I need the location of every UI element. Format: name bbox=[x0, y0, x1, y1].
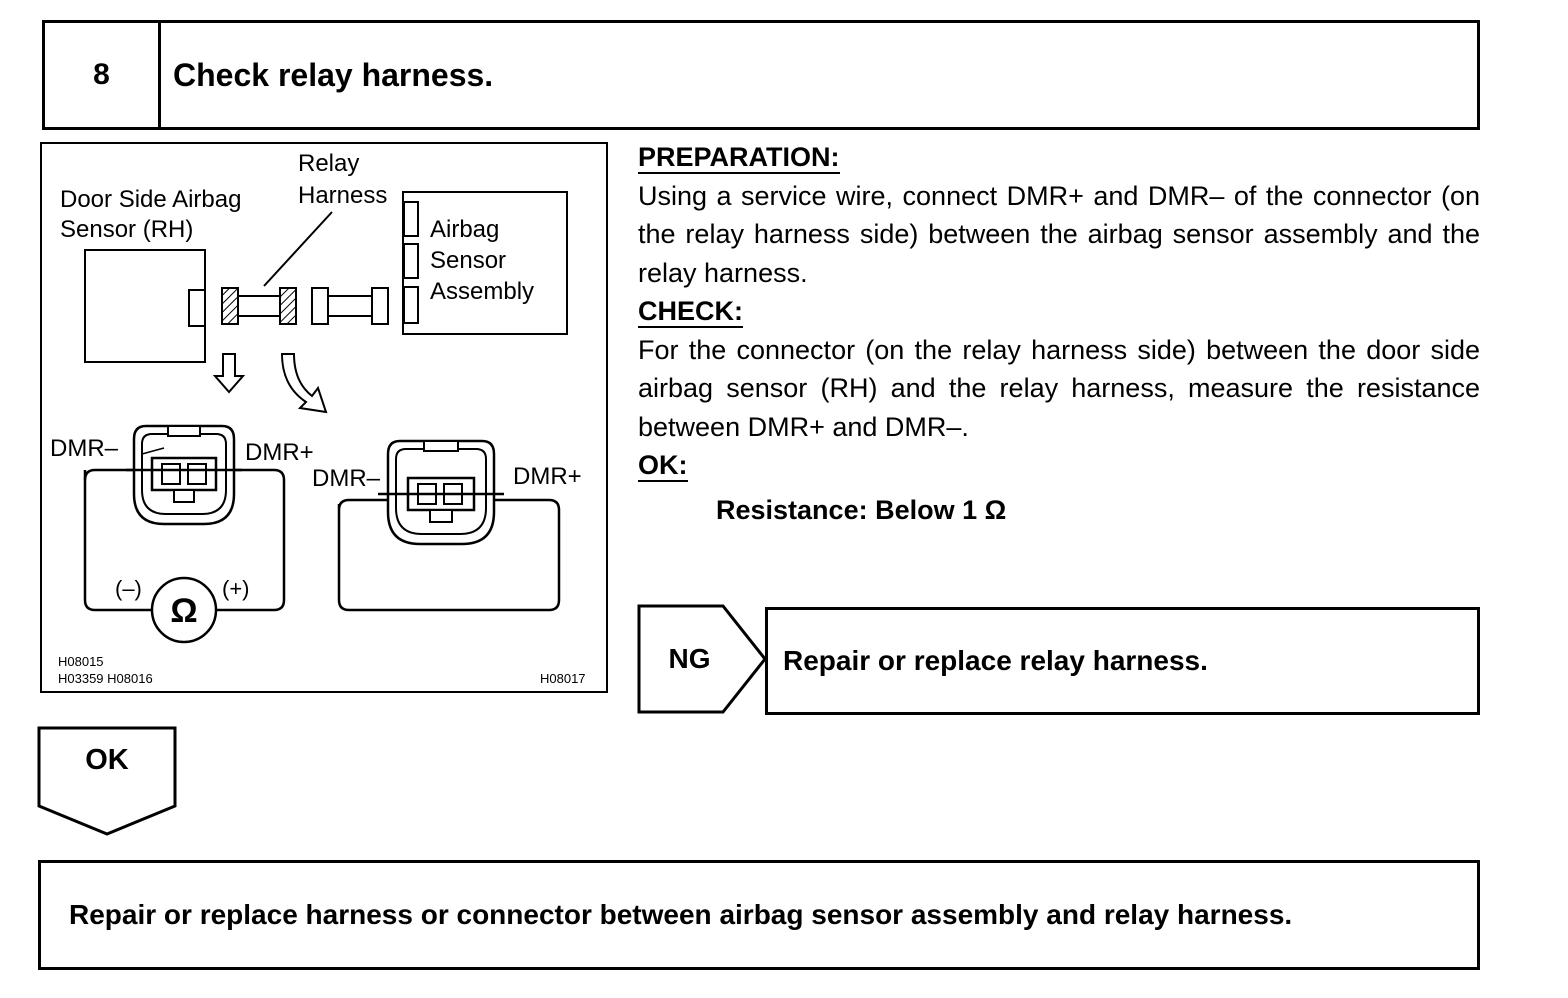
left-measurement-circuit bbox=[83, 424, 286, 644]
right-shorted-connector bbox=[337, 439, 561, 612]
ok-label: OK bbox=[85, 744, 129, 776]
ok-action-box: Repair or replace harness or connector b… bbox=[38, 860, 1480, 970]
ohmmeter-icon bbox=[150, 576, 218, 644]
right-dmr-pos-label: DMR+ bbox=[513, 463, 582, 490]
figure-code-2: H03359 H08016 bbox=[58, 671, 153, 686]
harness-connector-left bbox=[311, 287, 329, 325]
relay-connector-left bbox=[221, 287, 239, 325]
figure-code-1: H08015 bbox=[58, 654, 104, 669]
assembly-label-line1: Airbag bbox=[430, 216, 499, 243]
ok-branch-arrow: OK bbox=[37, 726, 177, 838]
preparation-text: Using a service wire, connect DMR+ and D… bbox=[638, 180, 1480, 288]
ok-heading: OK: bbox=[638, 450, 688, 482]
diagram-drawing: Door Side Airbag Sensor (RH) Relay Harne… bbox=[50, 150, 586, 686]
step-header: 8 Check relay harness. bbox=[42, 20, 1480, 130]
preparation-heading: PREPARATION: bbox=[638, 142, 840, 174]
step-title: Check relay harness. bbox=[173, 56, 494, 93]
resistance-spec: Resistance: Below 1 Ω bbox=[716, 494, 1007, 525]
relay-harness-label-line2: Harness bbox=[298, 182, 387, 209]
down-pointer-icon bbox=[37, 726, 177, 836]
right-dmr-neg-label: DMR– bbox=[312, 465, 381, 492]
ng-action-box: Repair or replace relay harness. bbox=[765, 607, 1480, 715]
door-sensor-label-line2: Sensor (RH) bbox=[60, 216, 193, 243]
meter-pos-label: (+) bbox=[222, 576, 250, 601]
relay-connector-right bbox=[279, 287, 297, 325]
ng-action-text: Repair or replace relay harness. bbox=[783, 645, 1208, 676]
wiring-diagram: Door Side Airbag Sensor (RH) Relay Harne… bbox=[40, 142, 608, 693]
instructions: PREPARATION: Using a service wire, conne… bbox=[638, 138, 1480, 529]
check-text: For the connector (on the relay harness … bbox=[638, 334, 1480, 442]
ohm-symbol: Ω bbox=[170, 592, 197, 630]
ng-branch-arrow: NG bbox=[637, 604, 769, 714]
door-sensor-connector bbox=[188, 289, 206, 327]
relay-harness-label-line1: Relay bbox=[298, 150, 359, 177]
check-heading: CHECK: bbox=[638, 296, 743, 328]
left-dmr-neg-label: DMR– bbox=[50, 435, 119, 462]
relay-leader-line bbox=[263, 211, 333, 287]
door-sensor-label-line1: Door Side Airbag bbox=[60, 186, 241, 213]
ng-label: NG bbox=[668, 643, 711, 674]
figure-code-3: H08017 bbox=[540, 671, 586, 686]
door-sensor-box bbox=[84, 249, 206, 363]
ok-action-text: Repair or replace harness or connector b… bbox=[69, 899, 1293, 930]
left-dmr-pos-label: DMR+ bbox=[245, 439, 314, 466]
down-arrow-icon bbox=[212, 353, 246, 394]
assembly-label-line2: Sensor bbox=[430, 247, 506, 274]
assembly-label-line3: Assembly bbox=[430, 278, 534, 305]
harness-connector-right bbox=[371, 287, 389, 325]
curved-arrow-icon bbox=[280, 353, 328, 414]
step-number: 8 bbox=[45, 23, 161, 127]
meter-neg-label: (–) bbox=[115, 576, 142, 601]
right-arrow-icon bbox=[637, 604, 767, 714]
